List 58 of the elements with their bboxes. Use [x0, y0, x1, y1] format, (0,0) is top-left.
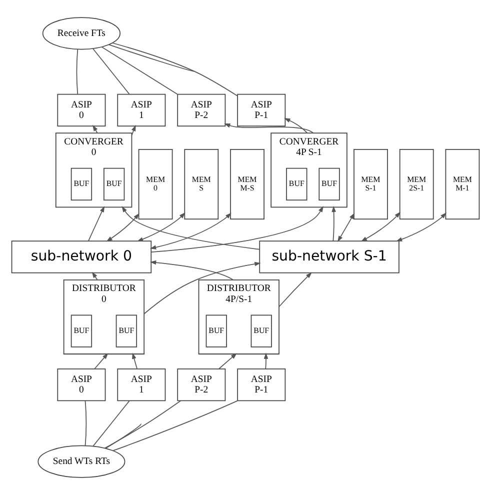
arrow [284, 118, 308, 134]
arrow [150, 260, 234, 280]
arrow [396, 212, 447, 242]
node-box: sub-network 0 [11, 240, 152, 274]
arrow [264, 352, 268, 370]
connector [108, 44, 195, 72]
arrow [278, 272, 312, 308]
connector [92, 400, 130, 447]
connector [92, 48, 130, 95]
node-box: ASIP 1 [117, 368, 166, 402]
arrow [338, 212, 355, 242]
connector [84, 400, 87, 446]
arrow [150, 206, 324, 253]
node-box: ASIP P-1 [237, 368, 286, 402]
arrow [106, 213, 140, 242]
node-box: MEM M-1 [445, 148, 480, 220]
node-box: BUF [250, 314, 272, 348]
connector [105, 423, 142, 449]
arrow [150, 212, 232, 250]
node-box: BUF [206, 314, 227, 348]
arrow [332, 206, 336, 242]
node-box: MEM S [184, 148, 219, 220]
node-box: BUF [70, 168, 92, 201]
arrow [122, 206, 260, 250]
node-ellipse: Receive FTs [42, 17, 121, 50]
node-box: BUF [286, 168, 308, 201]
arrow [360, 212, 400, 242]
arrow [92, 124, 98, 134]
arrow [218, 353, 237, 370]
connector [101, 46, 178, 95]
connector [104, 400, 182, 448]
arrow [224, 124, 314, 134]
node-box: BUF [70, 314, 92, 348]
node-box: sub-network S-1 [259, 240, 400, 274]
arrow [136, 212, 186, 242]
node-box: ASIP 0 [57, 368, 106, 402]
node-box: MEM 2S-1 [399, 148, 434, 220]
arrow [94, 352, 108, 370]
node-box: MEM S-1 [354, 148, 388, 220]
node-box: BUF [104, 168, 125, 201]
arrow [131, 124, 136, 136]
node-box: MEM M-S [230, 148, 264, 220]
node-box: ASIP 0 [57, 94, 106, 126]
arrow [92, 272, 98, 280]
node-box: ASIP P-2 [177, 368, 226, 402]
node-ellipse: Send WTs RTs [38, 445, 126, 478]
node-box: ASIP 1 [117, 94, 166, 126]
connector [112, 400, 238, 452]
connector [112, 42, 238, 96]
node-box: MEM 0 [138, 148, 173, 220]
node-box: ASIP P-1 [237, 94, 286, 126]
arrow [132, 352, 138, 370]
node-box: BUF [318, 168, 340, 201]
connector [76, 49, 78, 95]
arrow [144, 262, 261, 314]
node-box: BUF [116, 314, 138, 348]
node-box: ASIP P-2 [177, 94, 226, 126]
arrow [88, 206, 105, 242]
